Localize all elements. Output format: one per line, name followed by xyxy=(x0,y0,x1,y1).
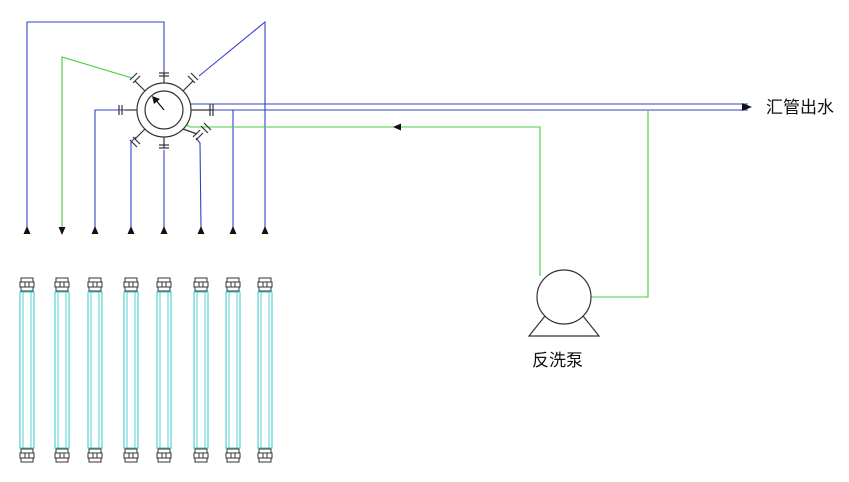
tube-5-up-arrow-icon xyxy=(160,226,168,234)
membrane-tube-8 xyxy=(257,277,273,463)
backwash-flow-arrow-icon xyxy=(393,123,401,131)
membrane-tube-4 xyxy=(123,277,139,463)
outlet-arrow-icon xyxy=(742,103,752,111)
valve-port-flanges xyxy=(118,72,214,149)
backwash-pump xyxy=(527,269,601,337)
blue-pipelines xyxy=(26,20,748,230)
tube-7-up-arrow-icon xyxy=(229,226,237,234)
pump-body xyxy=(536,269,592,325)
membrane-tube-5 xyxy=(156,277,172,463)
membrane-tube-1 xyxy=(19,277,35,463)
tube-8-up-arrow-icon xyxy=(261,226,269,234)
tube-4-up-arrow-icon xyxy=(127,226,135,234)
pump-label: 反洗泵 xyxy=(532,351,583,371)
pipe-tube-3 xyxy=(94,109,125,229)
tube-3-up-arrow-icon xyxy=(91,226,99,234)
tube-2-down-arrow-icon xyxy=(58,227,66,235)
pipe-tube-1 xyxy=(26,21,165,229)
backwash-return-to-tube-2 xyxy=(61,56,133,229)
flow-arrows xyxy=(23,103,752,301)
valve-rotor-arrow-icon xyxy=(152,96,160,104)
membrane-tube-7 xyxy=(225,277,241,463)
membrane-tube-2 xyxy=(54,277,70,463)
membrane-tube-6 xyxy=(193,277,209,463)
rotary-valve xyxy=(118,72,214,149)
pipe-tube-6 xyxy=(195,137,202,230)
membrane-tube-bank xyxy=(19,277,273,463)
backwash-header xyxy=(159,109,541,200)
tube-1-up-arrow-icon xyxy=(23,226,31,234)
tube-6-up-arrow-icon xyxy=(197,226,205,234)
outlet-label: 汇管出水 xyxy=(766,98,834,118)
membrane-tube-3 xyxy=(87,277,103,463)
pipe-tube-8 xyxy=(198,20,266,229)
pump-discharge-pipe xyxy=(587,110,649,298)
pipe-tube-4 xyxy=(130,136,137,229)
